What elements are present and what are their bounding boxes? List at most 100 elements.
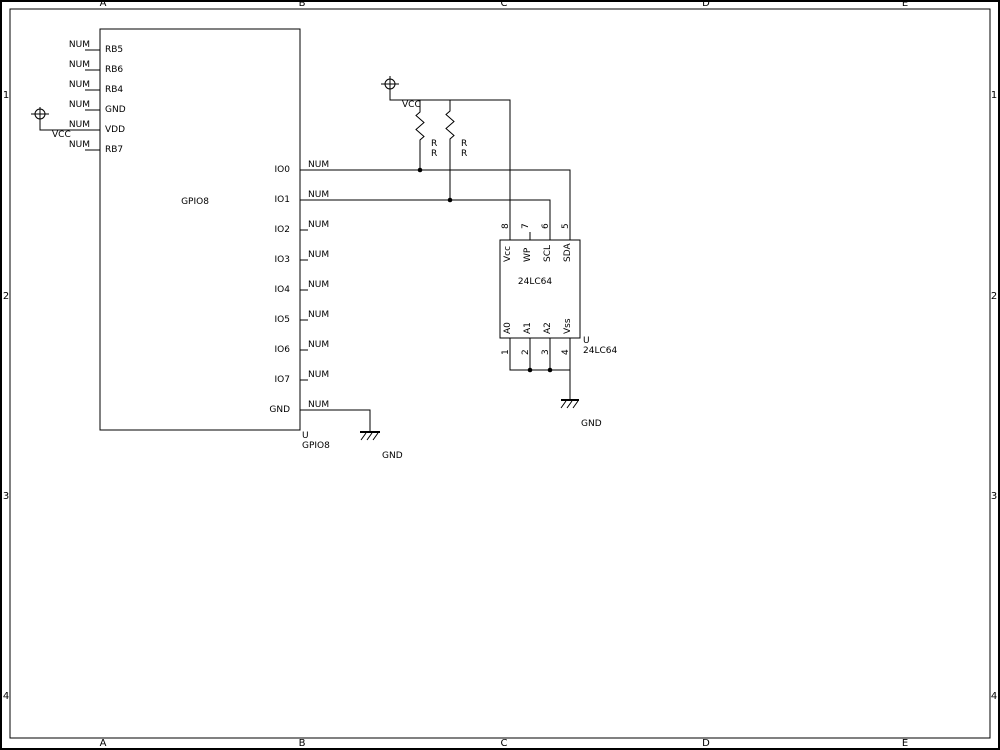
grid-column-label-top: D: [702, 0, 710, 9]
grid-row-label-left: 3: [2, 491, 10, 502]
net-label-num[interactable]: NUM: [308, 370, 330, 380]
eeprom-pin-sda: SDA: [563, 243, 573, 262]
grid-column-label-bottom: A: [99, 738, 107, 749]
net-label-num[interactable]: NUM: [68, 40, 90, 50]
wire-eeprom-address-bus[interactable]: [509, 338, 571, 371]
grid-row-label-right: 2: [990, 291, 998, 302]
eeprom-refdes-value: 24LC64: [583, 346, 618, 356]
eeprom-pin-scl: SCL: [543, 244, 553, 262]
gnd-icon-hatch: [560, 400, 579, 409]
eeprom-pin-vss: Vss: [563, 318, 573, 334]
grid-column-label-top: C: [500, 0, 508, 9]
gpio8-pin-rb5: RB5: [105, 45, 124, 55]
grid-column-label-bottom: B: [298, 738, 306, 749]
wire-vcc-to-vdd[interactable]: [39, 119, 100, 131]
gpio8-pin-io5: IO5: [274, 315, 290, 325]
eeprom-pin6-number: 6: [541, 223, 551, 229]
gpio8-pin-gnd: GND: [105, 105, 126, 115]
gnd-symbol-gpio8[interactable]: [360, 431, 380, 441]
eeprom-pin-a0: A0: [503, 322, 513, 334]
net-label-num[interactable]: NUM: [308, 160, 330, 170]
gnd-symbol-eeprom[interactable]: [560, 399, 579, 409]
eeprom-refdes: U: [583, 336, 590, 346]
gpio8-pin-io3: IO3: [274, 255, 290, 265]
eeprom-pin3-number: 3: [541, 349, 551, 355]
eeprom-pin-a1: A1: [523, 322, 533, 334]
grid-column-label-bottom: E: [901, 738, 909, 749]
gpio8-pin-io0: IO0: [274, 165, 290, 175]
grid-row-label-left: 1: [2, 90, 10, 101]
vcc-symbol-left[interactable]: [31, 107, 49, 120]
gpio8-right-pin-stubs[interactable]: [300, 229, 308, 381]
eeprom-pin7-number: 7: [521, 223, 531, 229]
gnd-icon-hatch: [360, 432, 379, 441]
net-label-num[interactable]: NUM: [308, 400, 330, 410]
net-label-num[interactable]: NUM: [308, 340, 330, 350]
grid-column-label-top: A: [99, 0, 107, 9]
net-label-vcc[interactable]: VCC: [402, 100, 421, 110]
grid-column-label-bottom: D: [702, 738, 710, 749]
net-label-vcc[interactable]: VCC: [52, 130, 71, 140]
wire-io0-sda[interactable]: [300, 169, 571, 240]
junction-dot: [447, 197, 453, 203]
eeprom-pin-a2: A2: [543, 322, 553, 334]
grid-row-label-left: 2: [2, 291, 10, 302]
eeprom-pin5-number: 5: [561, 223, 571, 229]
net-label-num[interactable]: NUM: [308, 280, 330, 290]
gpio8-pin-io1: IO1: [274, 195, 290, 205]
gpio8-part-label: GPIO8: [181, 197, 209, 207]
vcc-icon-cross: [381, 76, 399, 90]
eeprom-pin1-number: 1: [501, 349, 511, 355]
gpio8-pin-rb4: RB4: [105, 85, 124, 95]
gpio8-pin-rb7: RB7: [105, 145, 124, 155]
gpio8-pin-io6: IO6: [274, 345, 290, 355]
grid-row-label-right: 3: [990, 491, 998, 502]
resistor-2-value: R: [461, 149, 468, 159]
grid-column-label-top: B: [298, 0, 306, 9]
gpio8-pin-vdd: VDD: [105, 125, 126, 135]
wire-gpio8-gnd[interactable]: [300, 409, 371, 432]
net-label-num[interactable]: NUM: [308, 250, 330, 260]
sheet-inner-border: [9, 8, 991, 739]
gpio8-pin-gnd2: GND: [269, 405, 290, 415]
net-label-num[interactable]: NUM: [308, 310, 330, 320]
junction-dot: [417, 167, 423, 173]
net-label-gnd[interactable]: GND: [382, 451, 403, 461]
net-label-gnd[interactable]: GND: [581, 419, 602, 429]
net-label-num[interactable]: NUM: [68, 120, 90, 130]
junction-dot: [547, 367, 553, 373]
net-label-num[interactable]: NUM: [68, 100, 90, 110]
gpio8-pin-io4: IO4: [274, 285, 290, 295]
gpio8-body[interactable]: [99, 28, 301, 431]
net-label-num[interactable]: NUM: [308, 190, 330, 200]
resistor-1-refdes: R: [431, 139, 438, 149]
junction-dot: [527, 367, 533, 373]
resistor-2[interactable]: [445, 100, 455, 200]
resistor-2-refdes: R: [461, 139, 468, 149]
eeprom-pin-wp: WP: [523, 247, 533, 262]
grid-column-label-top: E: [901, 0, 909, 9]
eeprom-body[interactable]: [499, 239, 581, 339]
net-label-num[interactable]: NUM: [68, 140, 90, 150]
junction-dots: [417, 167, 553, 373]
resistor-1[interactable]: [415, 100, 425, 170]
resistor-1-value: R: [431, 149, 438, 159]
net-label-num[interactable]: NUM: [308, 220, 330, 230]
eeprom-pin-vcc: Vcc: [503, 245, 513, 262]
grid-column-label-bottom: C: [500, 738, 508, 749]
grid-row-label-right: 1: [990, 90, 998, 101]
gpio8-pin-io7: IO7: [274, 375, 290, 385]
net-label-num[interactable]: NUM: [68, 60, 90, 70]
vcc-icon-cross: [31, 107, 49, 119]
eeprom-pin8-number: 8: [501, 223, 511, 229]
vcc-symbol-top[interactable]: [381, 76, 399, 90]
net-label-num[interactable]: NUM: [68, 80, 90, 90]
wire-io1-scl[interactable]: [300, 199, 551, 240]
eeprom-part-label: 24LC64: [517, 277, 553, 287]
gpio8-pin-io2: IO2: [274, 225, 290, 235]
gpio8-refdes: U: [302, 431, 309, 441]
gpio8-left-pin-stubs[interactable]: [85, 49, 100, 151]
